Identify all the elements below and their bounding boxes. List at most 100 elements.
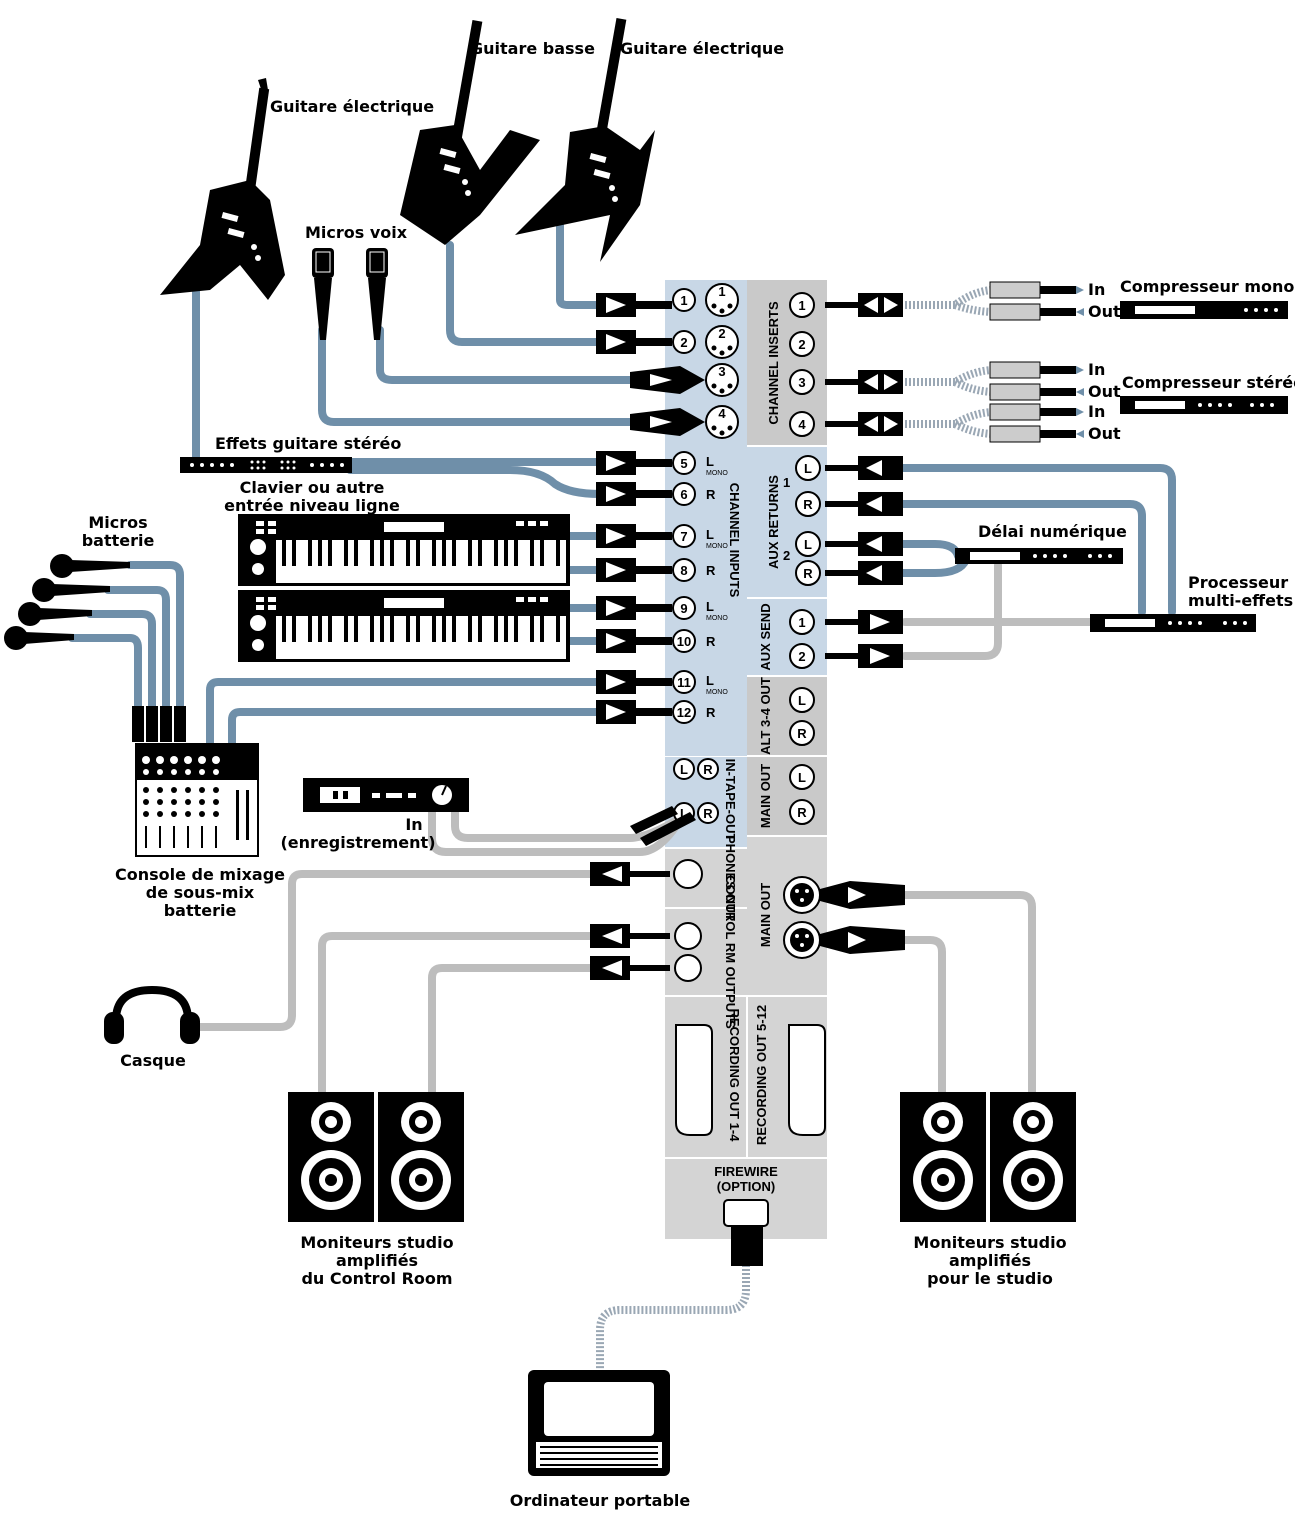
jack-aux-ret-1l: L (795, 455, 821, 481)
labels: Guitare électrique Guitare basse Guitare… (82, 39, 1295, 1510)
svg-text:R: R (797, 805, 807, 820)
svg-text:2: 2 (680, 335, 687, 350)
label-cr-monitors-2: amplifiés (336, 1251, 418, 1270)
plug-aux-send-1 (825, 610, 903, 634)
xlr-2: 2 (705, 325, 739, 359)
tape-label: IN-TAPE-OUT (723, 759, 738, 842)
guitar-bass (400, 20, 540, 245)
firewire-label: FIREWIRE (714, 1164, 778, 1179)
label-cr-monitors-3: du Control Room (301, 1269, 452, 1288)
svg-text:L: L (706, 527, 714, 542)
label-compressor-mono: Compresseur mono (1120, 277, 1294, 296)
aux-returns-label: AUX RETURNS (766, 475, 781, 569)
svg-text:MONO: MONO (706, 689, 728, 696)
plug-main-l (820, 881, 905, 909)
guitar-electric-left (160, 78, 285, 300)
label-studio-monitors-1: Moniteurs studio (913, 1233, 1066, 1252)
plug-insert-4 (825, 412, 903, 436)
recording-out-5-12-label: RECORDING OUT 5-12 (754, 1005, 769, 1145)
plug-main-r (820, 926, 905, 954)
jack-alt-r: R (789, 720, 815, 746)
db25-recording-5-12 (788, 1024, 826, 1136)
label-compressor-stereo: Compresseur stéréo (1122, 373, 1295, 392)
svg-text:L: L (798, 693, 806, 708)
jack-aux-send-2: 2 (789, 643, 815, 669)
svg-text:L: L (706, 599, 714, 614)
compressor-mono (1120, 301, 1288, 319)
svg-text:L: L (706, 454, 714, 469)
svg-text:MONO: MONO (706, 470, 728, 477)
jack-main-l: L (789, 764, 815, 790)
tape-recorder (303, 778, 469, 812)
plug-phones (590, 862, 670, 886)
headphones-icon (104, 985, 200, 1044)
drum-mic-3 (18, 602, 92, 626)
jack-ch5: 5 (672, 451, 696, 475)
svg-text:R: R (803, 497, 813, 512)
phones-out-label: PHONES OUT (723, 835, 738, 921)
svg-text:L: L (680, 806, 688, 821)
plug-in-2 (596, 330, 672, 354)
svg-text:1: 1 (680, 293, 687, 308)
jack-ch12: 12 (672, 700, 696, 724)
plug-in-9 (596, 596, 672, 620)
plug-insert-1 (825, 293, 903, 317)
rca-tape-in-l: L (673, 758, 695, 780)
svg-text:6: 6 (680, 487, 687, 502)
compressor-stereo (1120, 396, 1288, 414)
vocal-mic-1 (312, 248, 334, 340)
svg-text:R: R (706, 563, 716, 578)
plugs (590, 293, 905, 1266)
label-guitar-bass: Guitare basse (470, 39, 595, 58)
label-keyboard-line2: entrée niveau ligne (224, 496, 400, 515)
plug-in-10 (596, 629, 672, 653)
svg-text:L: L (680, 762, 688, 777)
label-keyboard-line1: Clavier ou autre (240, 478, 385, 497)
plug-aux-ret-1r (825, 492, 903, 516)
svg-text:1: 1 (718, 284, 725, 299)
svg-text:L: L (706, 673, 714, 688)
jack-ch11: 11 (672, 670, 696, 694)
svg-text:1: 1 (798, 298, 805, 313)
label-guitar-electric-left: Guitare électrique (270, 97, 434, 116)
jack-control-r (674, 954, 702, 982)
speaker-cr-right (378, 1092, 464, 1222)
aux-return-1-number: 1 (783, 475, 790, 490)
xlr-4: 4 (705, 405, 739, 439)
plug-insert-3 (825, 370, 903, 394)
cables (68, 218, 1176, 1372)
svg-text:MONO: MONO (706, 615, 728, 622)
svg-text:9: 9 (680, 601, 687, 616)
xlr-main-r (783, 921, 821, 959)
jack-aux-ret-2l: L (795, 531, 821, 557)
insert-y-plugs (989, 281, 1084, 443)
multi-fx-processor (1090, 614, 1256, 632)
svg-text:7: 7 (680, 529, 687, 544)
speaker-studio-left (900, 1092, 986, 1222)
plug-aux-send-2 (825, 644, 903, 668)
label-stereo-guitar-fx: Effets guitare stéréo (215, 434, 401, 453)
label-recorder-in: In (405, 815, 422, 834)
plug-control-l (590, 924, 670, 948)
label-submix-line3: batterie (164, 901, 237, 920)
firewire-option-label: (OPTION) (717, 1179, 776, 1194)
svg-text:2: 2 (798, 649, 805, 664)
svg-text:L: L (798, 770, 806, 785)
svg-text:R: R (703, 762, 713, 777)
label-vocal-mics: Micros voix (305, 223, 408, 242)
jack-insert-1: 1 (789, 292, 815, 318)
svg-text:3: 3 (798, 375, 805, 390)
svg-text:4: 4 (718, 406, 726, 421)
vocal-mic-2 (366, 248, 388, 340)
svg-text:MONO: MONO (706, 543, 728, 550)
plug-aux-ret-2l (825, 532, 903, 556)
jack-ch10: 10 (672, 629, 696, 653)
label-multi-fx-1: Processeur (1188, 573, 1288, 592)
plug-in-3 (630, 366, 705, 394)
jack-aux-ret-1r: R (795, 491, 821, 517)
channel-inserts-label: CHANNEL INSERTS (766, 301, 781, 425)
label-studio-monitors-2: amplifiés (949, 1251, 1031, 1270)
label-laptop: Ordinateur portable (510, 1491, 691, 1510)
label-digital-delay: Délai numérique (978, 522, 1127, 541)
